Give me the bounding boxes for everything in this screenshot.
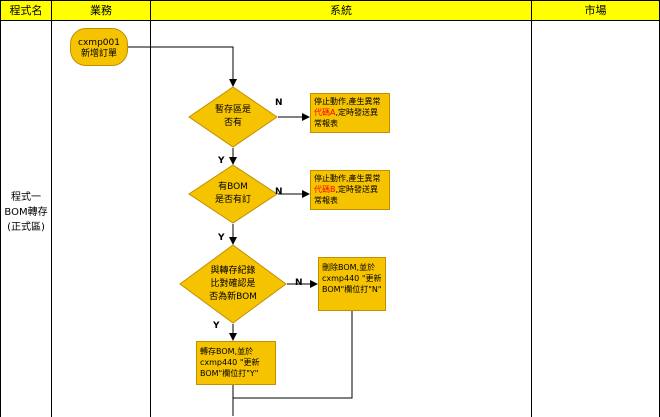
box1-text-pre: 停止動作,產生異常 (314, 97, 381, 106)
box3-line1: 刪除BOM,並於 (322, 263, 376, 272)
lane-divider-1 (51, 21, 52, 417)
row-label: 程式一 BOM轉存 (正式區) (2, 190, 50, 235)
decision3-line3: 否為新BOM (209, 292, 257, 302)
box2-text-pre: 停止動作,產生異常 (314, 174, 381, 183)
box1-code: 代碼A (314, 108, 336, 117)
box2-code: 代碼B (314, 185, 336, 194)
header-business: 業務 (51, 0, 151, 21)
decision2-yes-label: Y (218, 233, 225, 243)
decision3-line2: 比對確認是 (210, 279, 256, 289)
exception-box-a: 停止動作,產生異常代碼A,定時發送異常報表 (310, 93, 390, 133)
decision3-no-label: N (295, 278, 303, 288)
row-label-line2: BOM轉存 (4, 207, 48, 218)
decision3-line1: 與轉存紀錄 (210, 266, 256, 276)
decision2-no-label: N (275, 187, 283, 197)
decision1-line2: 否有 (223, 118, 242, 128)
decision3-yes-label: Y (213, 321, 220, 331)
start-node: cxmp001 新增訂單 (70, 28, 128, 66)
exception-box-b: 停止動作,產生異常代碼B,定時發送異常報表 (310, 170, 390, 210)
lane-border-left (0, 21, 1, 417)
header-system: 系統 (150, 0, 532, 21)
start-line1: cxmp001 (78, 38, 120, 48)
decision-bom-ordered: 有BOM 是否有訂 (188, 164, 278, 224)
box2-text-post: ,定時發送異常報表 (314, 185, 379, 205)
lane-divider-3 (531, 21, 532, 417)
row-label-line1: 程式一 (11, 192, 41, 203)
decision1-line1: 暫存區是 (214, 105, 251, 115)
box4-line2: cxmp440 "更新 (200, 358, 260, 367)
decision1-yes-label: Y (218, 156, 225, 166)
box3-line3: BOM"欄位打"N" (322, 285, 382, 294)
decision-new-bom: 與轉存紀錄 比對確認是 否為新BOM (179, 244, 287, 324)
row-label-line3: (正式區) (7, 222, 45, 233)
box1-text-post: ,定時發送異常報表 (314, 108, 379, 128)
delete-bom-box: 刪除BOM,並於 cxmp440 "更新 BOM"欄位打"N" (318, 257, 386, 311)
header-program-name: 程式名 (0, 0, 52, 21)
lane-divider-2 (150, 21, 151, 417)
header-market: 市場 (531, 0, 660, 21)
decision-temp-area: 暫存區是 否有 (188, 86, 278, 148)
box3-line2: cxmp440 "更新 (322, 274, 382, 283)
start-line2: 新增訂單 (80, 49, 117, 59)
decision2-line2: 是否有訂 (214, 195, 251, 205)
box4-line1: 轉存BOM,並於 (200, 347, 254, 356)
decision1-no-label: N (275, 98, 283, 108)
save-bom-box: 轉存BOM,並於 cxmp440 "更新 BOM"欄位打"Y" (196, 341, 276, 385)
box4-line3: BOM"欄位打"Y" (200, 369, 259, 378)
decision2-line1: 有BOM (218, 182, 248, 192)
